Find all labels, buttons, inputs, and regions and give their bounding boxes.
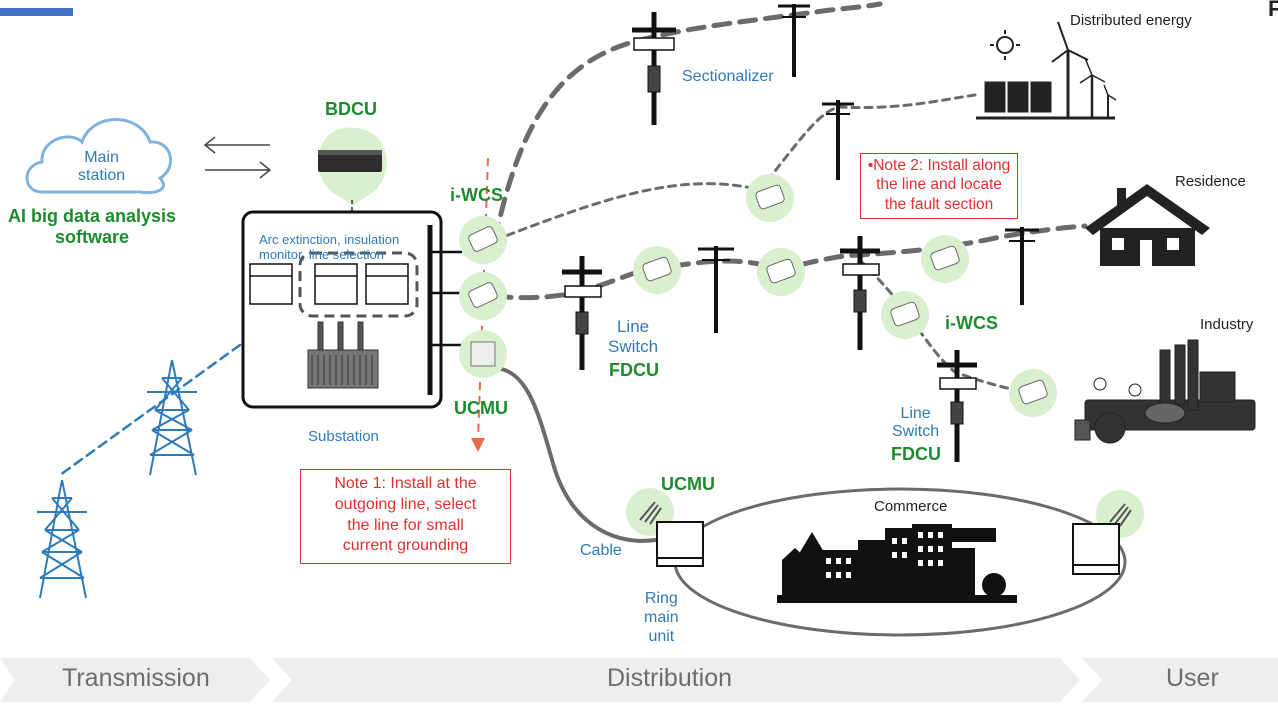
line-switch-2-label: Line Switch bbox=[892, 405, 939, 442]
wireless-sensor-icon bbox=[459, 272, 507, 320]
band-user-label: User bbox=[1166, 664, 1219, 692]
ai-software-line-1: AI big data analysis bbox=[8, 206, 177, 226]
iwcs-label-top: i-WCS bbox=[450, 185, 503, 205]
bdcu-label: BDCU bbox=[325, 99, 377, 119]
corner-mark: F bbox=[1268, 0, 1278, 21]
arc-function-label: Arc extinction, insulation monitor, line… bbox=[259, 232, 400, 263]
note1-line-3: the line for small bbox=[347, 516, 464, 534]
utility-poles bbox=[562, 4, 1039, 462]
band-distribution-label: Distribution bbox=[607, 664, 733, 692]
main-station-line-1: Main bbox=[84, 149, 119, 166]
stage-bands bbox=[0, 658, 1278, 702]
header-accent-bar bbox=[0, 8, 73, 16]
note1-line-1: Note 1: Install at the bbox=[334, 475, 477, 492]
wireless-sensor-icon bbox=[881, 291, 929, 339]
line-switch-2-line-1: Line bbox=[900, 405, 931, 422]
distributed-energy-label: Distributed energy bbox=[1070, 12, 1192, 29]
cable-label: Cable bbox=[580, 542, 622, 559]
sectionalizer-label: Sectionalizer bbox=[682, 68, 774, 85]
industry-factory-icon bbox=[1074, 339, 1256, 444]
rmu-line-2: main bbox=[644, 609, 679, 627]
substation-label: Substation bbox=[308, 428, 379, 445]
substation-box bbox=[241, 210, 462, 409]
line-switch-1-label: Line Switch bbox=[608, 317, 658, 356]
fdcu-2-label: FDCU bbox=[891, 444, 941, 464]
exchange-arrows-icon bbox=[203, 136, 272, 179]
main-station-cloud-icon bbox=[25, 118, 172, 195]
bdcu-device-icon bbox=[318, 127, 387, 218]
note1-line-2: outgoing line, select bbox=[334, 495, 477, 513]
ring-main-unit-label: Ring main unit bbox=[644, 589, 679, 647]
wireless-sensor-icon bbox=[746, 174, 794, 222]
ai-software-label: AI big data analysis software bbox=[8, 206, 176, 247]
ucmu-box-icon bbox=[459, 330, 507, 378]
commerce-label: Commerce bbox=[874, 498, 948, 515]
note-2-box: •Note 2: Install along the line and loca… bbox=[860, 153, 1018, 219]
band-transmission-label: Transmission bbox=[62, 664, 210, 692]
iwcs-sensors bbox=[459, 174, 1057, 417]
ucmu-label-left: UCMU bbox=[454, 398, 508, 418]
ring-main-unit-icon bbox=[656, 521, 1120, 575]
rmu-line-3: unit bbox=[648, 628, 675, 646]
iwcs-label-right: i-WCS bbox=[945, 313, 998, 333]
industry-label: Industry bbox=[1200, 316, 1254, 333]
arc-text-line-2: monitor, line selection bbox=[259, 246, 385, 262]
line-switch-2-line-2: Switch bbox=[892, 423, 940, 441]
note2-line-2: the line and locate bbox=[876, 176, 1002, 194]
wireless-sensor-icon bbox=[459, 216, 507, 264]
fdcu-1-label: FDCU bbox=[609, 360, 659, 380]
residence-label: Residence bbox=[1175, 173, 1246, 190]
residence-house-icon bbox=[1085, 184, 1210, 266]
ai-software-line-2: software bbox=[55, 226, 130, 247]
note2-line-1: •Note 2: Install along bbox=[867, 157, 1011, 174]
transmission-tower-icon bbox=[37, 359, 197, 599]
commerce-city-icon bbox=[777, 524, 1017, 603]
arc-text-line-1: Arc extinction, insulation bbox=[259, 232, 400, 247]
note-1-box: Note 1: Install at the outgoing line, se… bbox=[300, 469, 511, 564]
ucmu-label-bottom: UCMU bbox=[661, 474, 715, 494]
main-station-label: Main station bbox=[78, 149, 125, 186]
main-station-line-2: station bbox=[78, 167, 126, 185]
wireless-sensor-icon bbox=[921, 235, 969, 283]
wireless-sensor-icon bbox=[1009, 369, 1057, 417]
rmu-line-1: Ring bbox=[644, 590, 678, 607]
wireless-sensor-icon bbox=[633, 246, 681, 294]
line-switch-1-line-1: Line bbox=[616, 317, 650, 336]
note2-line-3: the fault section bbox=[884, 195, 994, 213]
note1-line-4: current grounding bbox=[342, 537, 469, 555]
line-switch-1-line-2: Switch bbox=[608, 336, 659, 356]
wireless-sensor-icon bbox=[757, 248, 805, 296]
distributed-energy-icon bbox=[976, 21, 1117, 120]
